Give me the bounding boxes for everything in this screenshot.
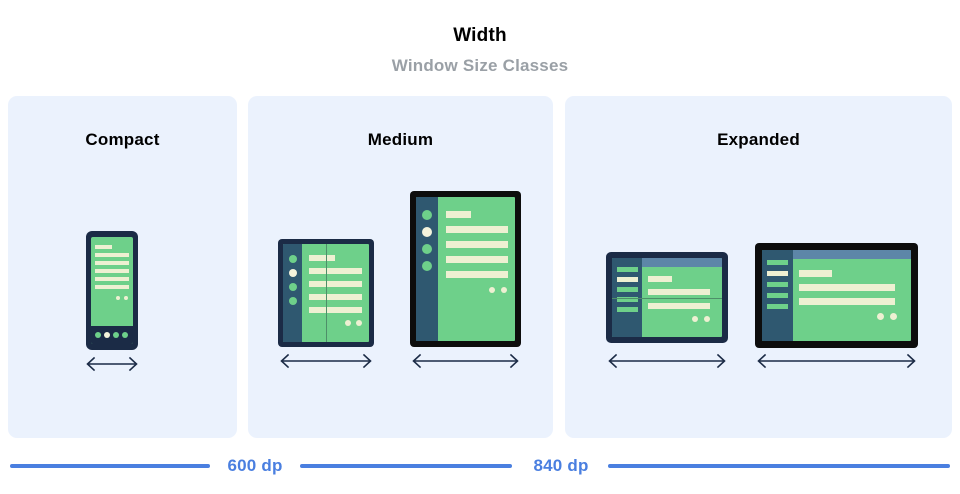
top-app-bar (642, 258, 722, 267)
breakpoint-label-600: 600 dp (227, 456, 283, 475)
content-line (799, 270, 832, 277)
rail-dot (422, 244, 432, 254)
nav-dot (95, 332, 101, 338)
fold-crease (612, 298, 722, 299)
breakpoint-rule-left (10, 464, 210, 468)
rail-bar (767, 282, 788, 287)
nav-rail (762, 250, 793, 341)
panel-medium: Medium (248, 96, 553, 438)
rail-bar (617, 307, 638, 312)
width-arrow-phone (84, 355, 140, 373)
nav-dot (113, 332, 119, 338)
rail-bar (617, 287, 638, 292)
content-line (446, 256, 508, 263)
width-arrow-tablet-landscape (755, 352, 918, 370)
content-line (309, 255, 335, 261)
content-line (95, 261, 129, 265)
content-line (309, 268, 362, 274)
action-dot (890, 313, 897, 320)
content-line (95, 285, 129, 289)
panel-title-expanded: Expanded (717, 130, 800, 149)
tablet-landscape (755, 243, 918, 348)
panel-title-medium: Medium (367, 130, 434, 149)
panel-expanded: Expanded (565, 96, 952, 438)
panel-title-compact: Compact (85, 130, 160, 149)
panel-compact: Compact (8, 96, 237, 438)
action-dot (489, 287, 495, 293)
action-dot (704, 316, 710, 322)
content-line (446, 226, 508, 233)
rail-dot (422, 261, 432, 271)
content-line (648, 289, 710, 295)
action-dot (124, 296, 128, 300)
content-line (95, 277, 129, 281)
foldable-portrait-screen (283, 244, 369, 342)
rail-dot (289, 283, 297, 291)
action-dot (116, 296, 120, 300)
rail-bar-active (617, 277, 638, 282)
rail-dot (289, 255, 297, 263)
tablet-portrait-screen (416, 197, 515, 341)
content-line (648, 303, 710, 309)
phone-screen (91, 237, 133, 344)
nav-rail (416, 197, 438, 341)
content-line (446, 211, 471, 218)
content-line (309, 294, 362, 300)
nav-dot-active (104, 332, 110, 338)
width-arrow-tablet-portrait (410, 352, 521, 370)
breakpoint-scale: 600 dp 840 dp (0, 455, 960, 479)
foldable-landscape (606, 252, 728, 343)
content-line (95, 269, 129, 273)
tablet-portrait (410, 191, 521, 347)
breakpoint-rule-mid-left (300, 464, 512, 468)
rail-bar (617, 297, 638, 302)
action-dot (692, 316, 698, 322)
action-dot (356, 320, 362, 326)
breakpoint-rule-right (608, 464, 950, 468)
content-line (799, 298, 895, 305)
page-subtitle: Window Size Classes (391, 56, 569, 75)
rail-dot (289, 297, 297, 305)
nav-dot (122, 332, 128, 338)
nav-rail (283, 244, 302, 342)
content-line (648, 276, 672, 282)
content-line (446, 271, 508, 278)
page-title: Width (453, 25, 507, 46)
rail-bar (617, 267, 638, 272)
rail-bar-active (767, 271, 788, 276)
rail-dot-active (289, 269, 297, 277)
foldable-landscape-screen (612, 258, 722, 337)
content-line (309, 281, 362, 287)
content-line (799, 284, 895, 291)
rail-dot-active (422, 227, 432, 237)
content-line (95, 245, 112, 249)
foldable-portrait (278, 239, 374, 347)
action-dot (877, 313, 884, 320)
breakpoint-label-840: 840 dp (533, 456, 589, 475)
nav-rail (612, 258, 642, 337)
phone-bottom-nav (91, 326, 133, 344)
top-app-bar (793, 250, 911, 259)
width-arrow-foldable-portrait (278, 352, 374, 370)
rail-bar (767, 260, 788, 265)
fold-crease (326, 244, 327, 342)
action-dot (501, 287, 507, 293)
rail-dot (422, 210, 432, 220)
width-arrow-foldable-landscape (606, 352, 728, 370)
rail-bar (767, 304, 788, 309)
rail-bar (767, 293, 788, 298)
action-dot (345, 320, 351, 326)
content-line (446, 241, 508, 248)
tablet-landscape-screen (762, 250, 911, 341)
content-line (95, 253, 129, 257)
content-line (309, 307, 362, 313)
phone-portrait (86, 231, 138, 350)
